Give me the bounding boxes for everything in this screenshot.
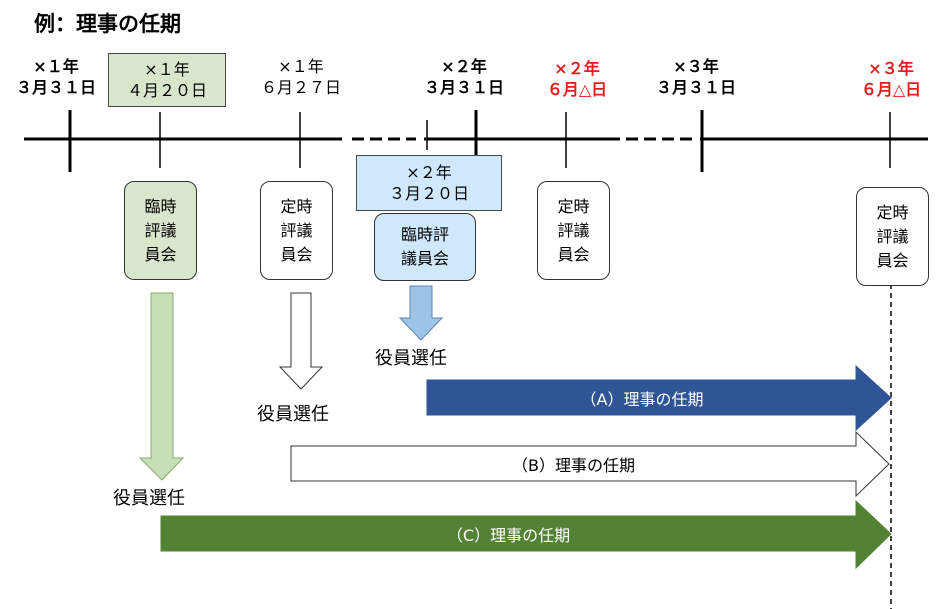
term-arrow-c (160, 499, 892, 570)
down-arrow-blue (398, 285, 444, 341)
term-label-a: （A）理事の任期 (580, 390, 704, 409)
election-label-a: 役員選任 (375, 348, 447, 369)
date-x2-0331: ×２年 ３月３１日 (423, 57, 504, 97)
meeting-ordinary-x3: 定時 評議 員会 (856, 187, 929, 286)
election-label-b: 役員選任 (257, 404, 329, 425)
date-x1-0331: ×１年 ３月３１日 (15, 57, 96, 97)
date-x2-0320: ×２年 ３月２０日 (356, 155, 502, 211)
date-x3-0331: ×３年 ３月３１日 (655, 57, 736, 97)
term-label-c: （C）理事の任期 (446, 526, 571, 545)
meeting-extraordinary-x2: 臨時評 議員会 (374, 213, 476, 281)
meeting-ordinary-x2: 定時 評議 員会 (537, 181, 610, 280)
meeting-extraordinary-x1: 臨時 評議 員会 (124, 181, 197, 280)
election-label-c: 役員選任 (113, 488, 185, 509)
diagram-title: 例：理事の任期 (34, 12, 181, 36)
date-x1-0420: ×１年 ４月２０日 (108, 53, 226, 107)
term-arrow-b (290, 430, 890, 498)
term-arrow-a (426, 364, 892, 432)
date-x3-june: ×３年 ６月△日 (860, 59, 922, 99)
date-x2-june: ×２年 ６月△日 (546, 59, 608, 99)
meeting-ordinary-x1: 定時 評議 員会 (260, 181, 333, 280)
down-arrow-green (138, 292, 185, 481)
term-label-b: （B）理事の任期 (512, 456, 635, 475)
date-x1-0627: ×１年 ６月２７日 (260, 57, 341, 97)
down-arrow-white (278, 292, 324, 390)
